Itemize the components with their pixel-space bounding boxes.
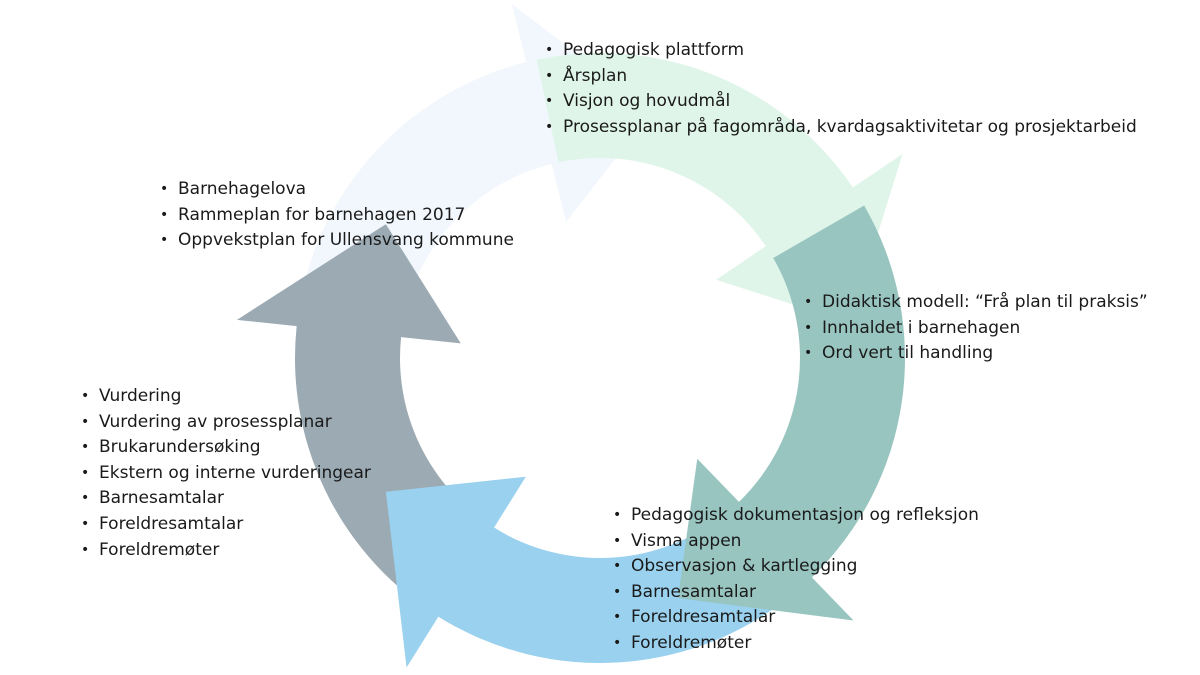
list-item: Foreldremøter [613,631,979,657]
list-item: Barnesamtalar [613,580,979,606]
list-item: Observasjon & kartlegging [613,554,979,580]
documentation-list: Pedagogisk dokumentasjon og refleksjon V… [613,503,979,657]
list-item: Innhaldet i barnehagen [804,316,1148,342]
evaluation-list: Vurdering Vurdering av prosessplanar Bru… [81,384,371,563]
list-item: Pedagogisk plattform [545,38,1137,64]
list-item: Foreldresamtalar [81,512,371,538]
list-item: Rammeplan for barnehagen 2017 [160,203,514,229]
list-item: Barnehagelova [160,177,514,203]
list-item: Vurdering av prosessplanar [81,410,371,436]
list-item: Ord vert til handling [804,341,1148,367]
list-item: Visma appen [613,529,979,555]
list-item: Årsplan [545,64,1137,90]
list-item: Prosessplanar på fagområda, kvardagsakti… [545,115,1137,141]
list-item: Didaktisk modell: “Frå plan til praksis” [804,290,1148,316]
list-item: Brukarundersøking [81,435,371,461]
didactic-list: Didaktisk modell: “Frå plan til praksis”… [804,290,1148,367]
list-item: Barnesamtalar [81,486,371,512]
list-item: Visjon og hovudmål [545,89,1137,115]
foundation-list: Barnehagelova Rammeplan for barnehagen 2… [160,177,514,254]
list-item: Vurdering [81,384,371,410]
list-item: Foreldresamtalar [613,605,979,631]
list-item: Oppvekstplan for Ullensvang kommune [160,228,514,254]
list-item: Foreldremøter [81,538,371,564]
planning-list: Pedagogisk plattform Årsplan Visjon og h… [545,38,1137,140]
list-item: Ekstern og interne vurderingear [81,461,371,487]
list-item: Pedagogisk dokumentasjon og refleksjon [613,503,979,529]
